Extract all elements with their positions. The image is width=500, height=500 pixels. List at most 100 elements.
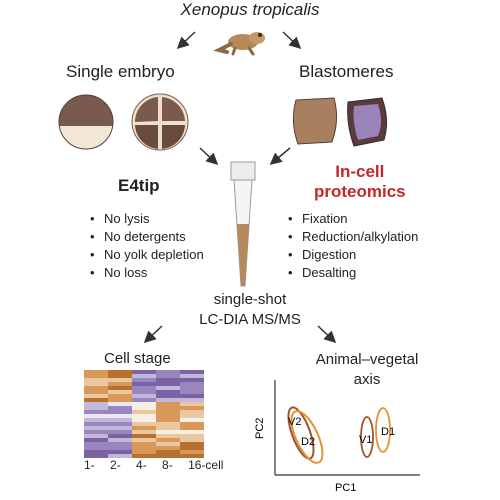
- heatmap-cell: [132, 414, 156, 418]
- heatmap-cell: [84, 418, 108, 422]
- heatmap-cell: [132, 378, 156, 382]
- heatmap-cell: [108, 378, 132, 382]
- heatmap-cell: [132, 398, 156, 402]
- figure-title: Xenopus tropicalis: [180, 0, 320, 19]
- heatmap-cell: [84, 454, 108, 458]
- heatmap-cell: [108, 450, 132, 454]
- heatmap-cell: [132, 434, 156, 438]
- ellipse-v2: [287, 406, 315, 460]
- heatmap-cell: [132, 402, 156, 406]
- heatmap-cell: [108, 430, 132, 434]
- heatmap-cell: [156, 410, 180, 414]
- heatmap-cell: [156, 446, 180, 450]
- heatmap-cell: [156, 450, 180, 454]
- heatmap-cell: [132, 410, 156, 414]
- list-item: No yolk depletion: [90, 246, 204, 264]
- heatmap-cell: [156, 374, 180, 378]
- heatmap-cell: [132, 390, 156, 394]
- incell-heading: In-cell proteomics: [314, 162, 406, 202]
- pca-x-label: PC1: [335, 482, 356, 494]
- cluster-label-v2: V2: [288, 416, 301, 428]
- heatmap-cell: [180, 406, 204, 410]
- ellipse-d2: [290, 410, 324, 464]
- axis-title-line2: axis: [353, 371, 381, 388]
- heatmap-cell: [132, 370, 156, 374]
- heatmap-cell: [84, 442, 108, 446]
- heatmap-cell: [132, 374, 156, 378]
- ellipse-d1: [375, 407, 391, 453]
- heatmap-cell: [84, 410, 108, 414]
- arrow-blastomeres-to-tip: [269, 147, 291, 165]
- heatmap-cell: [84, 398, 108, 402]
- heatmap-cell: [108, 426, 132, 430]
- blastomeres-label: Blastomeres: [299, 62, 394, 81]
- heatmap-cell: [132, 382, 156, 386]
- heatmap-cell: [84, 446, 108, 450]
- cell-stage-title: Cell stage: [104, 350, 171, 367]
- axis-title: Animal–vegetal axis: [292, 350, 442, 390]
- heatmap-cell: [108, 446, 132, 450]
- list-item: Reduction/alkylation: [288, 228, 418, 246]
- list-item: No lysis: [90, 210, 204, 228]
- heatmap-cell: [108, 434, 132, 438]
- heatmap-cell: [156, 434, 180, 438]
- x-label-1: 1-: [84, 458, 95, 472]
- heatmap-cell: [132, 454, 156, 458]
- heatmap: [84, 370, 204, 458]
- heatmap-cell: [108, 398, 132, 402]
- heatmap-cell: [156, 394, 180, 398]
- arrow-frog-to-blastomeres: [282, 31, 302, 50]
- heatmap-cell: [180, 430, 204, 434]
- list-item: Digestion: [288, 246, 418, 264]
- heatmap-cell: [108, 382, 132, 386]
- heatmap-cell: [180, 442, 204, 446]
- heatmap-cell: [84, 430, 108, 434]
- heatmap-cell: [84, 374, 108, 378]
- heatmap-cell: [180, 434, 204, 438]
- heatmap-cell: [132, 422, 156, 426]
- heatmap-cell: [156, 418, 180, 422]
- heatmap-cell: [108, 374, 132, 378]
- heatmap-cell: [156, 422, 180, 426]
- heatmap-cell: [156, 414, 180, 418]
- heatmap-cell: [180, 402, 204, 406]
- heatmap-cell: [108, 402, 132, 406]
- heatmap-cell: [108, 414, 132, 418]
- heatmap-cell: [108, 390, 132, 394]
- x-label-8: 8-: [162, 458, 173, 472]
- heatmap-cell: [180, 378, 204, 382]
- heatmap-cell: [132, 406, 156, 410]
- heatmap-cell: [132, 426, 156, 430]
- heatmap-cell: [108, 422, 132, 426]
- method-line1: single-shot: [213, 291, 287, 308]
- single-embryo-illustration: [58, 93, 189, 151]
- heatmap-cell: [180, 386, 204, 390]
- ellipse-v1: [360, 416, 374, 458]
- cluster-label-v1: V1: [359, 434, 372, 446]
- heatmap-cell: [132, 394, 156, 398]
- e4tip-list: No lysis No detergents No yolk depletion…: [90, 210, 204, 282]
- heatmap-cell: [108, 410, 132, 414]
- list-item: No loss: [90, 264, 204, 282]
- arrow-frog-to-embryo: [176, 31, 196, 50]
- heatmap-cell: [108, 406, 132, 410]
- single-embryo-label: Single embryo: [66, 62, 175, 81]
- cluster-label-d2: D2: [301, 436, 315, 448]
- heatmap-cell: [84, 402, 108, 406]
- blastomeres-illustration: [292, 97, 388, 147]
- incell-heading-line2: proteomics: [314, 182, 406, 201]
- embryo-one-cell: [58, 94, 114, 150]
- list-item: Desalting: [288, 264, 418, 282]
- x-label-16: 16-cell: [188, 458, 224, 472]
- heatmap-cell: [132, 386, 156, 390]
- heatmap-x-labels: 1- 2- 4- 8- 16-cell: [84, 458, 223, 472]
- heatmap-cell: [156, 442, 180, 446]
- heatmap-cell: [156, 438, 180, 442]
- heatmap-cell: [132, 438, 156, 442]
- heatmap-cell: [180, 390, 204, 394]
- heatmap-cell: [84, 390, 108, 394]
- axis-title-line1: Animal–vegetal: [315, 351, 419, 368]
- heatmap-cell: [84, 394, 108, 398]
- heatmap-cell: [180, 454, 204, 458]
- incell-heading-line1: In-cell: [335, 162, 385, 181]
